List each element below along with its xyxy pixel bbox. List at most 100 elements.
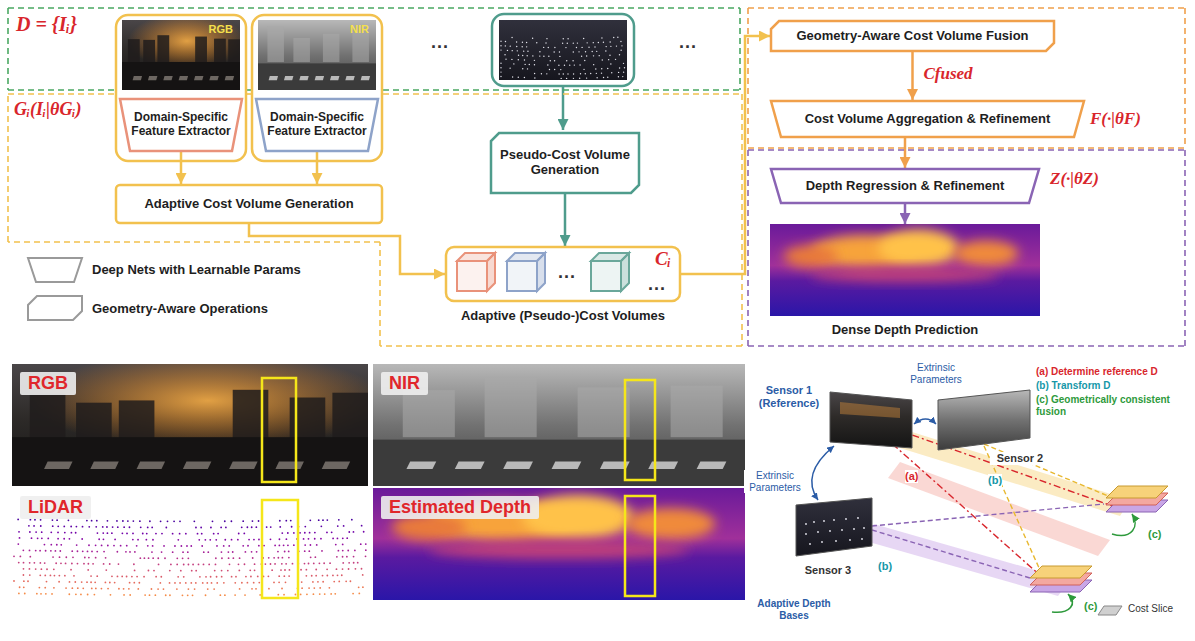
photo-panel: NIR xyxy=(373,364,745,486)
photo xyxy=(122,20,240,90)
dashed-border xyxy=(8,93,115,95)
photo xyxy=(770,224,1040,316)
modality-tag: RGB xyxy=(209,23,233,35)
cost-slice-stack xyxy=(1030,566,1092,592)
network-box: Cost Volume Aggregation & Refinement xyxy=(770,100,1085,138)
photo xyxy=(499,20,627,80)
cost-cube xyxy=(457,253,495,291)
annotation: (a) xyxy=(905,470,918,483)
extrinsic-arrow xyxy=(914,419,936,424)
edge-label: Cfused xyxy=(922,65,975,84)
annotation: (a) Determine reference D xyxy=(1036,366,1188,378)
ellipsis: ... xyxy=(677,32,699,53)
box-outline xyxy=(116,185,382,223)
modality-tag: LiDAR xyxy=(20,496,91,519)
legend-geometry-shape xyxy=(28,296,82,320)
sensor-panel: NIR Domain-Specific Feature Extractor xyxy=(251,14,383,162)
ray xyxy=(984,444,1108,496)
annotation: (c) xyxy=(1084,600,1097,613)
flow-arrow xyxy=(180,152,183,184)
math-label: Cᵢ xyxy=(655,249,671,270)
dashed-border xyxy=(748,147,1185,149)
dashed-border xyxy=(247,93,251,95)
annotation: (b) xyxy=(988,474,1002,487)
legend-trapezoid xyxy=(28,258,82,282)
ellipsis: ... xyxy=(429,32,451,53)
legend-text: Deep Nets with Learnable Params xyxy=(92,262,301,277)
depth-map: Dense Depth Prediction xyxy=(770,224,1040,316)
modality-tag: NIR xyxy=(350,23,369,35)
math-label: Z(·|θZ) xyxy=(1050,170,1099,189)
trapezoid-outline xyxy=(771,169,1039,203)
node-text: Geometry-Aware Cost Volume Fusion xyxy=(796,29,1028,44)
annotation: Sensor 2 xyxy=(990,452,1050,465)
flow-arrow xyxy=(316,152,319,184)
highlight-box xyxy=(262,500,298,598)
node-text: Pseudo-Cost Volume Generation xyxy=(500,148,630,178)
photo-panel: RGB xyxy=(12,364,368,486)
dashed-border xyxy=(739,8,741,90)
flow-arrow xyxy=(904,204,907,224)
modality-tag: NIR xyxy=(381,372,428,395)
modality-tag: Estimated Depth xyxy=(381,496,539,519)
node-outline xyxy=(373,364,745,486)
fusion-arrow xyxy=(1052,594,1072,612)
dashed-border xyxy=(747,8,749,148)
node-heading: Adaptive (Pseudo-)Cost Volumes xyxy=(413,308,713,323)
geometry-outline xyxy=(491,133,639,193)
photo xyxy=(373,364,745,486)
cost-slice-stack xyxy=(1106,486,1168,512)
ray xyxy=(872,504,1104,526)
annotation: Sensor 3 xyxy=(786,564,870,577)
extrinsic-arrow xyxy=(812,446,834,500)
lidar-panel xyxy=(492,14,634,86)
depth-basis-ribbon xyxy=(900,432,1130,516)
dashed-border xyxy=(7,94,9,242)
photo xyxy=(12,364,368,486)
photo xyxy=(258,20,376,90)
cost-cube xyxy=(507,253,545,291)
math-label: D = {Iᵢ} xyxy=(16,13,77,35)
flow-arrow xyxy=(564,194,567,246)
dashed-border xyxy=(741,94,743,346)
annotation: Extrinsic Parameters xyxy=(744,470,806,493)
cost-cube xyxy=(591,253,629,291)
modality-tag: RGB xyxy=(20,372,76,395)
dashed-border xyxy=(247,89,251,91)
annotation: Extrinsic Parameters xyxy=(900,362,972,385)
feature-extractor: Domain-Specific Feature Extractor xyxy=(119,98,243,152)
dashed-border xyxy=(748,345,1185,347)
legend-text: Geometry-Aware Operations xyxy=(92,301,268,316)
annotation: (c) Geometrically consistent fusion xyxy=(1036,394,1188,417)
photo-panel: Estimated Depth xyxy=(373,488,745,600)
trapezoid-outline xyxy=(120,99,242,151)
node-text: Cost Volume Aggregation & Refinement xyxy=(805,112,1051,127)
highlight-box xyxy=(625,380,655,480)
photo xyxy=(373,488,745,600)
node-text: Adaptive Cost Volume Generation xyxy=(144,197,353,212)
dashed-border xyxy=(1184,8,1186,148)
node-text: Domain-Specific Feature Extractor xyxy=(265,111,369,139)
sensor-image-glow xyxy=(840,402,900,418)
geometry-outline xyxy=(771,21,1054,51)
ellipsis: ... xyxy=(646,274,668,295)
feature-extractor: Domain-Specific Feature Extractor xyxy=(255,98,379,152)
panel-border xyxy=(116,15,246,161)
dashed-border xyxy=(383,89,740,91)
ray xyxy=(872,530,1030,578)
dashed-border xyxy=(1184,150,1186,346)
trapezoid-outline xyxy=(256,99,378,151)
geometry-op-box: Pseudo-Cost Volume Generation xyxy=(490,132,640,194)
math-label: Gᵢ(Iᵢ|θGᵢ) xyxy=(14,100,81,120)
annotation: (c) xyxy=(1148,528,1161,541)
network-box: Depth Regression & Refinement xyxy=(770,168,1040,204)
dashed-border xyxy=(383,93,742,95)
lidar-image xyxy=(499,20,627,80)
dashed-border xyxy=(8,7,740,9)
annotation: Adaptive Depth Bases xyxy=(752,598,836,621)
box-outline xyxy=(446,247,680,301)
sensor-geometry-illustration xyxy=(796,390,1168,615)
highlight-box xyxy=(262,378,296,482)
dashed-border xyxy=(748,7,1185,9)
